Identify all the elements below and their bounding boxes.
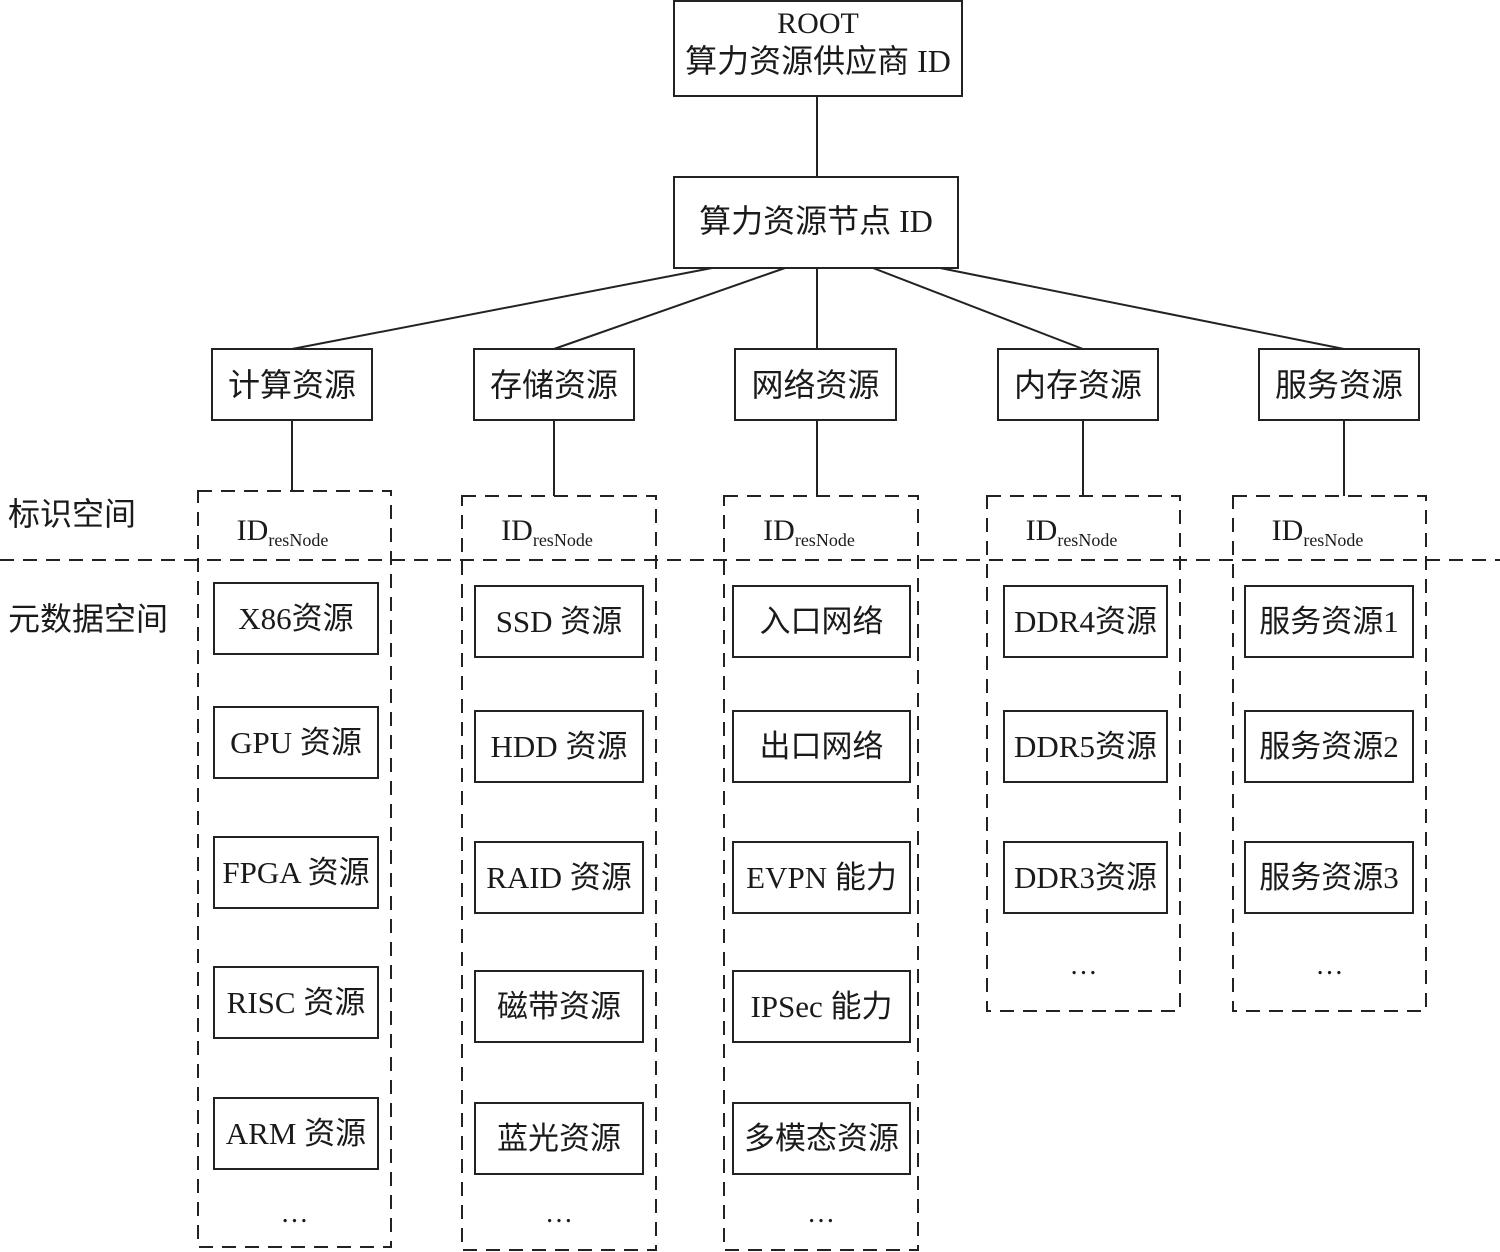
identifier-space-label: 标识空间	[8, 496, 136, 532]
resource-item-box	[213, 966, 379, 1039]
resource-group-frame	[461, 495, 657, 1251]
more-items-ellipsis: …	[1316, 950, 1344, 981]
id-resnode-label: IDresNode	[237, 514, 329, 550]
resource-item-label: SSD 资源	[496, 604, 623, 639]
more-items-ellipsis: …	[281, 1198, 309, 1229]
resource-item-box	[213, 706, 379, 779]
branch-line	[872, 267, 1084, 350]
category-box	[734, 348, 897, 421]
resource-item-label: DDR5资源	[1014, 729, 1157, 764]
category-column: 服务资源 IDresNode 服务资源1 服务资源2 服务资源3 …	[1232, 348, 1427, 1012]
resource-item-label: IPSec 能力	[750, 989, 892, 1024]
resource-item-label: 服务资源3	[1259, 860, 1399, 895]
category-label: 服务资源	[1275, 367, 1403, 403]
resource-item-box	[474, 841, 644, 914]
more-items-ellipsis: …	[545, 1198, 573, 1229]
resource-item-label: 多模态资源	[744, 1121, 899, 1156]
more-items-ellipsis: …	[1070, 950, 1098, 981]
node-box: 算力资源节点 ID	[673, 176, 959, 269]
category-label: 内存资源	[1014, 367, 1142, 403]
resource-item-label: 磁带资源	[497, 989, 621, 1024]
more-items-ellipsis: …	[807, 1198, 835, 1229]
resource-item-box	[1244, 841, 1414, 914]
resource-item-box	[213, 582, 379, 655]
resource-item-label: 服务资源2	[1259, 729, 1399, 764]
root-box: ROOT 算力资源供应商 ID	[673, 0, 963, 97]
resource-item-label: ARM 资源	[226, 1116, 366, 1151]
category-label: 存储资源	[490, 367, 618, 403]
resource-item-box	[1244, 710, 1414, 783]
root-title: ROOT	[777, 7, 859, 40]
resource-item-label: FPGA 资源	[222, 855, 369, 890]
metadata-space-label: 元数据空间	[8, 601, 168, 637]
id-resnode-label: IDresNode	[501, 514, 593, 550]
resource-item-box	[474, 1102, 644, 1175]
resource-group-frame	[723, 495, 919, 1251]
resource-item-box	[732, 970, 911, 1043]
resource-item-label: 入口网络	[760, 604, 884, 639]
resource-item-box	[732, 1102, 911, 1175]
resource-item-box	[732, 841, 911, 914]
resource-group-frame	[197, 490, 392, 1248]
category-label: 计算资源	[228, 367, 356, 403]
resource-item-label: HDD 资源	[491, 729, 628, 764]
resource-item-label: X86资源	[238, 601, 353, 636]
resource-item-label: DDR3资源	[1014, 860, 1157, 895]
id-resnode-label: IDresNode	[763, 514, 855, 550]
id-resnode-label: IDresNode	[1272, 514, 1364, 550]
resource-item-box	[474, 710, 644, 783]
resource-item-label: 蓝光资源	[497, 1121, 621, 1156]
resource-item-label: DDR4资源	[1014, 604, 1157, 639]
resource-item-box	[1244, 585, 1414, 658]
id-resnode-label: IDresNode	[1026, 514, 1118, 550]
resource-item-box	[1003, 585, 1168, 658]
branch-line	[553, 267, 786, 350]
resource-item-box	[1003, 710, 1168, 783]
category-box	[1258, 348, 1420, 421]
branch-line	[939, 267, 1345, 350]
resource-group-frame	[986, 495, 1181, 1012]
node-label: 算力资源节点 ID	[699, 203, 933, 239]
branch-line	[291, 267, 713, 350]
branch-connectors	[291, 267, 1345, 350]
resource-item-box	[732, 710, 911, 783]
resource-item-label: 出口网络	[760, 729, 884, 764]
category-box	[997, 348, 1159, 421]
resource-item-label: 服务资源1	[1259, 604, 1399, 639]
category-box	[473, 348, 635, 421]
resource-item-label: GPU 资源	[230, 725, 362, 760]
category-label: 网络资源	[751, 367, 879, 403]
resource-item-box	[732, 585, 911, 658]
resource-item-label: RISC 资源	[227, 985, 366, 1020]
resource-group-frame	[1232, 495, 1427, 1012]
resource-item-box	[474, 585, 644, 658]
resource-item-label: EVPN 能力	[746, 860, 897, 895]
resource-item-label: RAID 资源	[486, 860, 632, 895]
resource-item-box	[213, 1097, 379, 1170]
resource-item-box	[1003, 841, 1168, 914]
resource-item-box	[213, 836, 379, 909]
category-box	[211, 348, 373, 421]
resource-item-box	[474, 970, 644, 1043]
root-subtitle: 算力资源供应商 ID	[685, 43, 951, 79]
